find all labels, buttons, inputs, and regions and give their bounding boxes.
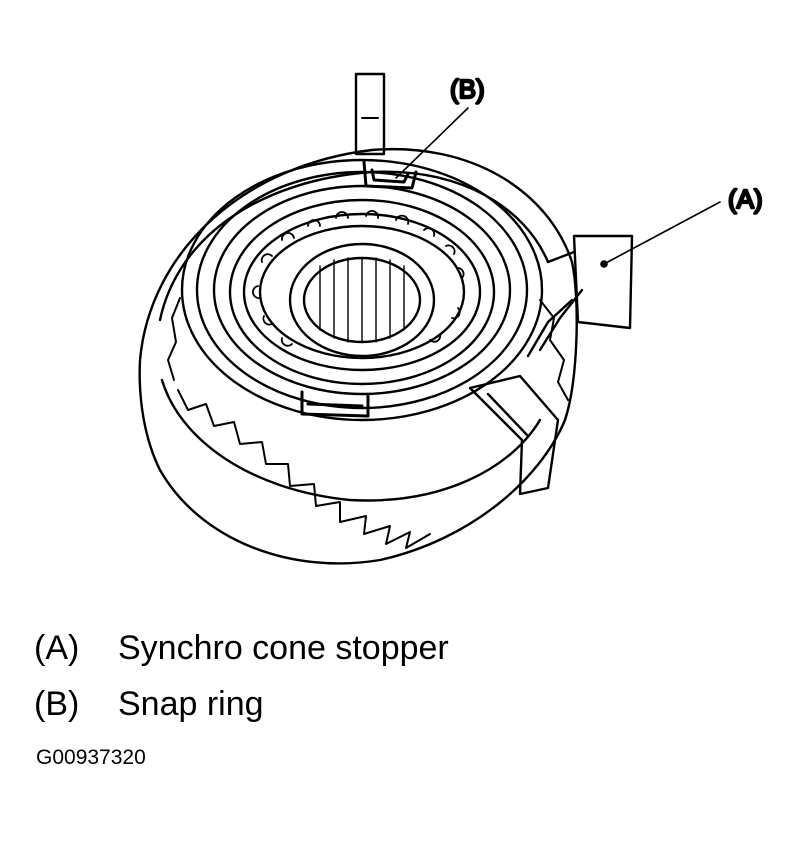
callout-a: (A) — [728, 184, 763, 214]
callout-b: (B) — [450, 74, 485, 104]
legend-item-b: (B) Snap ring — [34, 684, 264, 724]
figure-id: G00937320 — [36, 746, 146, 769]
legend-item-a: (A) Synchro cone stopper — [34, 628, 449, 668]
legend-key-b: (B) — [34, 685, 80, 723]
center-bore — [288, 242, 436, 358]
legend-text-b: Snap ring — [118, 685, 264, 723]
leader-lines — [395, 107, 721, 268]
legend-text-a: Synchro cone stopper — [118, 629, 449, 667]
synchro-cone-stopper — [468, 234, 634, 496]
synchro-cone — [180, 158, 544, 422]
synchro-assembly-diagram: (B) (A) — [138, 72, 764, 565]
needle-bearing — [242, 210, 482, 372]
legend-key-a: (A) — [34, 629, 80, 667]
gear-teeth — [167, 297, 569, 549]
snap-ring — [300, 160, 418, 418]
top-tab — [354, 72, 386, 156]
